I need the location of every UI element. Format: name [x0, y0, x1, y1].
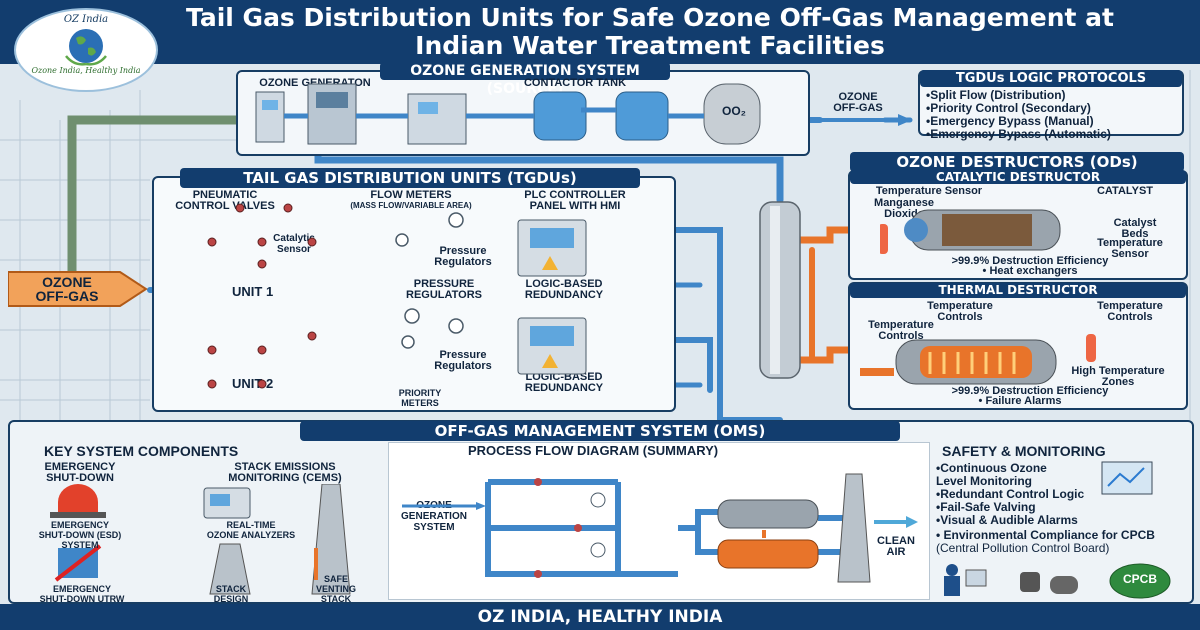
- heat-exchangers-label: • Heat exchangers: [920, 266, 1140, 277]
- safety-item: Visual & Audible Alarms: [936, 514, 1186, 527]
- contactor-tank-icon: [533, 91, 669, 141]
- tgdu-panel-title: TAIL GAS DISTRIBUTION UNITS (TGDUs): [180, 168, 640, 188]
- failure-alarms-bullet: •: [978, 395, 986, 407]
- logic-item: Emergency Bypass (Automatic): [926, 128, 1186, 141]
- thermometer-icon: [880, 224, 888, 254]
- esd-utrw-label: EMERGENCY SHUT-DOWN UTRW: [39, 584, 125, 604]
- thermal-zones-label: High Temperature Zones: [1071, 365, 1165, 388]
- logo-text-top: OZ India: [63, 14, 109, 25]
- logic-panel-title: TGDUs LOGIC PROTOCOLS: [920, 70, 1182, 87]
- flow-diagram: [402, 473, 918, 583]
- cems-heading: STACK EMISSIONS MONITORING (CEMS): [228, 461, 342, 484]
- contactor-tank-label: CONTACTOR TANK: [523, 77, 627, 89]
- redundancy-label-2: LOGIC-BASED REDUNDANCY: [524, 371, 604, 394]
- priority-meters-label: PRIORITY METERS: [398, 388, 442, 408]
- catalytic-destructor-icon: [880, 209, 1061, 254]
- compliance-bold: Environmental Compliance for CPCB: [943, 528, 1155, 542]
- monitor-icon: [1101, 461, 1153, 495]
- logic-list: Split Flow (Distribution) Priority Contr…: [926, 89, 1186, 141]
- thermal-tc-label-3: Temperature Controls: [868, 319, 934, 342]
- flow-thermal-icon: [717, 539, 819, 569]
- cpcb-badge-text: CPCB: [1122, 572, 1157, 586]
- inlet-label: OZONE OFF-GAS: [35, 274, 99, 304]
- safety-title: SAFETY & MONITORING: [942, 443, 1106, 459]
- ozone-generator-icon: [255, 83, 467, 145]
- catalytic-title: CATALYTIC DESTRUCTOR: [850, 170, 1186, 184]
- stack-design-label: STACK DESIGN: [213, 584, 249, 604]
- stack-design-icon: [209, 543, 251, 595]
- cpcb-badge-icon: [1109, 563, 1171, 599]
- catalytic-efficiency: >99.9% Destruction Efficiency: [951, 255, 1109, 267]
- heat-exchangers-bullet: •: [982, 265, 990, 277]
- compliance-bullet: •: [936, 528, 944, 542]
- flow-catalytic-icon: [717, 499, 819, 529]
- catalytic-temp-sensor-label: Temperature Sensor: [875, 185, 983, 197]
- flow-meters-sublabel: (MASS FLOW/VARIABLE AREA): [350, 201, 472, 210]
- flow-meters-label: FLOW METERS: [370, 189, 452, 201]
- catalyst-beds-label: Catalyst Beds: [1113, 217, 1157, 240]
- footer: OZ INDIA, HEALTHY INDIA: [0, 604, 1200, 630]
- valves-label: PNEUMATIC CONTROL VALVES: [175, 189, 275, 212]
- plc-label: PLC CONTROLLER PANEL WITH HMI: [524, 189, 626, 212]
- logo: OZ India Ozone India, Healthy India: [14, 8, 158, 92]
- catalytic-temp-sensor2-label: Temperature Sensor: [1097, 237, 1163, 260]
- generation-equipment: [255, 83, 761, 145]
- destructors-title: OZONE DESTRUCTORS (ODs): [850, 152, 1184, 172]
- inlet-arrow: [8, 271, 148, 307]
- catalyst-label: CATALYST: [1096, 185, 1154, 197]
- redundancy-label-1: LOGIC-BASED REDUNDANCY: [524, 278, 604, 301]
- catalytic-sensor-label: Catalytic Sensor: [273, 233, 315, 255]
- logo-text-bottom: Ozone India, Healthy India: [31, 66, 141, 75]
- vessel-label: OO₂: [722, 104, 746, 118]
- oms-title: OFF-GAS MANAGEMENT SYSTEM (OMS): [300, 421, 900, 441]
- generator-label: OZONE GENERATON: [259, 77, 371, 89]
- safety-list: Continuous Ozone Level Monitoring Redund…: [936, 462, 1186, 527]
- components-title: KEY SYSTEM COMPONENTS: [44, 443, 239, 459]
- pressure-regulators-label-1: Pressure Regulators: [434, 245, 492, 268]
- esd-heading: EMERGENCY SHUT-DOWN: [44, 461, 116, 484]
- analyzer-icon: [203, 487, 251, 519]
- page-title: Tail Gas Distribution Units for Safe Ozo…: [186, 3, 1114, 60]
- globe-icon: [65, 29, 107, 66]
- failure-alarms-label: • Failure Alarms: [940, 396, 1100, 407]
- header-bar: [0, 0, 1200, 64]
- failure-alarms-text: Failure Alarms: [985, 395, 1062, 407]
- safety-item: Fail-Safe Valving: [936, 501, 1186, 514]
- esd-label: EMERGENCY SHUT-DOWN (ESD) SYSTEM: [38, 520, 122, 550]
- unit-1-label: UNIT 1: [232, 284, 274, 299]
- analyzers-label: REAL-TIME OZONE ANALYZERS: [206, 520, 296, 540]
- logic-item: Split Flow (Distribution): [926, 89, 1186, 102]
- shutdown-valve-icon: [54, 544, 102, 582]
- alarm-light-icon: [50, 484, 106, 518]
- clean-air-label: CLEAN AIR: [877, 535, 915, 558]
- pressure-regulators-label-2: Pressure Regulators: [434, 349, 492, 372]
- thermal-tc-label-1: Temperature Controls: [927, 300, 993, 323]
- compliance-text: • Environmental Compliance for CPCB (Cen…: [936, 529, 1186, 555]
- flow-stack-icon: [837, 473, 871, 583]
- logic-item: Priority Control (Secondary): [926, 102, 1186, 115]
- thermal-title: THERMAL DESTRUCTOR: [850, 283, 1186, 298]
- generation-panel-title: OZONE GENERATION SYSTEM (SOURCE): [380, 62, 670, 97]
- thermal-efficiency: >99.9% Destruction Efficiency: [951, 385, 1109, 397]
- safety-item: Redundant Control Logic: [936, 488, 1186, 501]
- compliance-rest: (Central Pollution Control Board): [936, 541, 1110, 555]
- logic-item: Emergency Bypass (Manual): [926, 115, 1186, 128]
- plc-panel-icon: [517, 219, 587, 375]
- stack-icon: [311, 484, 351, 595]
- pressure-regulators-caps-label: PRESSURE REGULATORS: [406, 278, 482, 301]
- components-icons: [50, 484, 351, 595]
- operators-icon: [944, 564, 1078, 596]
- thermal-destructor-icon: [860, 334, 1096, 385]
- tgdu-devices: [207, 203, 587, 389]
- venting-stack-label: SAFE VENTING STACK: [315, 574, 356, 604]
- safety-item: Continuous Ozone Level Monitoring: [936, 462, 1186, 488]
- thermometer-icon: [1086, 334, 1096, 362]
- heat-exchangers-text: Heat exchangers: [989, 265, 1078, 277]
- thermal-tc-label-2: Temperature Controls: [1097, 300, 1163, 323]
- manganese-label: Manganese Dioxide: [874, 197, 934, 220]
- generation-offgas-label: OZONE OFF-GAS: [833, 91, 883, 114]
- destructor-column: [759, 201, 801, 379]
- flow-diagram-title: PROCESS FLOW DIAGRAM (SUMMARY): [468, 443, 719, 458]
- offgas-arrow-right: [820, 114, 912, 126]
